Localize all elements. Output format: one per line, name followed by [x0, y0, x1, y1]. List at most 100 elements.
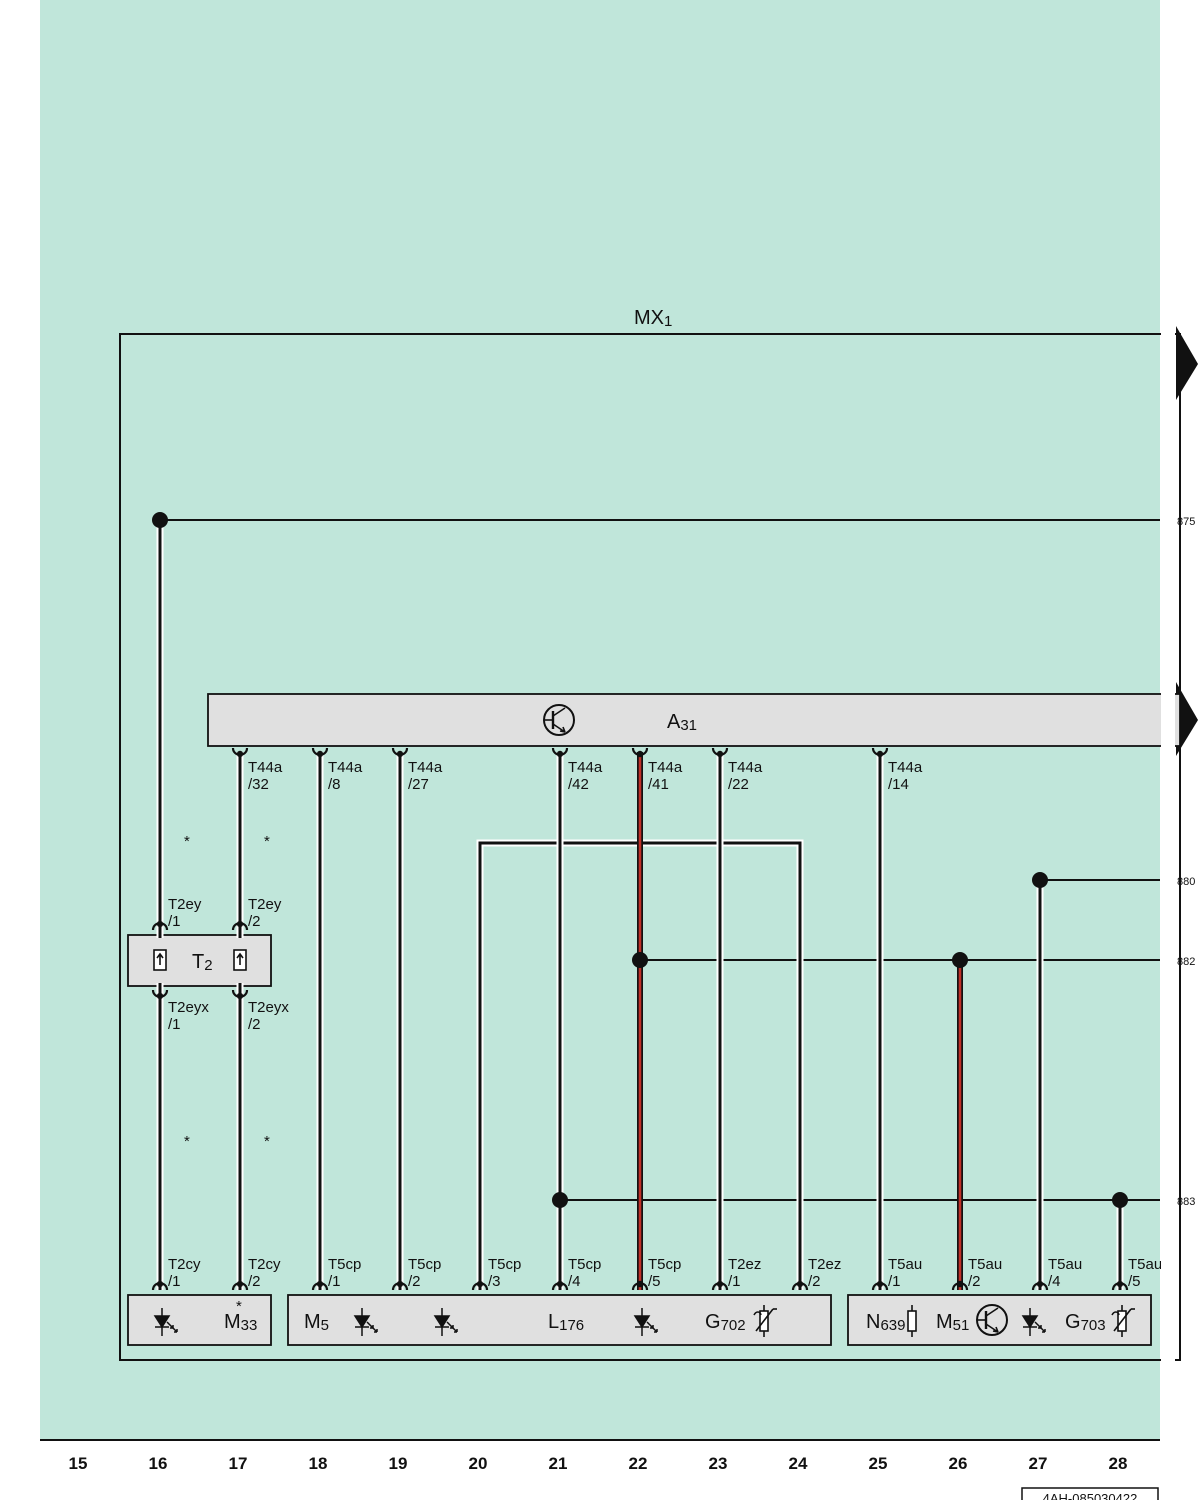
- svg-text:21: 21: [549, 1454, 568, 1473]
- svg-text:T5cp: T5cp: [648, 1256, 681, 1273]
- label-m33: M33: [224, 1311, 257, 1334]
- column-numbers: 15 16 17 18 19 20 21 22 23 24 25 26 27 2…: [69, 1454, 1128, 1473]
- svg-text:/4: /4: [568, 1273, 581, 1290]
- label-g703: G703: [1065, 1311, 1106, 1334]
- connector-labels-bottom: T2cy /1 T2cy /2 T5cp /1 T5cp /2 T5cp /3 …: [168, 1256, 1162, 1290]
- harness-frame: [119, 333, 1181, 1361]
- svg-text:T2eyx: T2eyx: [168, 999, 209, 1016]
- label-m5: M5: [304, 1311, 329, 1334]
- ref-882: 882: [1177, 956, 1195, 968]
- svg-text:T5au: T5au: [968, 1256, 1002, 1273]
- svg-text:T44a: T44a: [888, 759, 923, 776]
- svg-text:/32: /32: [248, 776, 269, 793]
- svg-text:T44a: T44a: [408, 759, 443, 776]
- doc-number: 4AH-085030422: [1043, 1491, 1138, 1500]
- right-margin: [1161, 0, 1175, 1440]
- continuation-arrow-mid-icon: [1176, 682, 1198, 756]
- svg-text:19: 19: [389, 1454, 408, 1473]
- svg-text:/42: /42: [568, 776, 589, 793]
- svg-text:/5: /5: [648, 1273, 661, 1290]
- svg-text:T5au: T5au: [888, 1256, 922, 1273]
- doc-number-box: [1021, 1487, 1159, 1500]
- svg-text:T44a: T44a: [568, 759, 603, 776]
- svg-text:/2: /2: [248, 913, 261, 930]
- svg-text:/2: /2: [248, 1016, 261, 1033]
- component-m33: [127, 1294, 272, 1346]
- svg-text:T2cy: T2cy: [168, 1256, 201, 1273]
- svg-text:22: 22: [629, 1454, 648, 1473]
- svg-text:27: 27: [1029, 1454, 1048, 1473]
- svg-text:/4: /4: [1048, 1273, 1061, 1290]
- svg-text:16: 16: [149, 1454, 168, 1473]
- svg-text:/2: /2: [968, 1273, 981, 1290]
- svg-text:T2ez: T2ez: [808, 1256, 841, 1273]
- svg-text:26: 26: [949, 1454, 968, 1473]
- svg-text:T5cp: T5cp: [568, 1256, 601, 1273]
- component-a31: [207, 693, 1181, 747]
- asterisk-marks: * * * * *: [184, 833, 270, 1315]
- svg-text:/3: /3: [488, 1273, 501, 1290]
- svg-text:/5: /5: [1128, 1273, 1141, 1290]
- continuation-arrow-top-icon: [1176, 326, 1198, 400]
- svg-text:/1: /1: [328, 1273, 341, 1290]
- svg-text:28: 28: [1109, 1454, 1128, 1473]
- svg-text:T2cy: T2cy: [248, 1256, 281, 1273]
- ref-883: 883: [1177, 1196, 1195, 1208]
- svg-text:*: *: [236, 1298, 242, 1315]
- svg-text:T2ez: T2ez: [728, 1256, 761, 1273]
- svg-text:/14: /14: [888, 776, 909, 793]
- right-margin-frame-cover: [1161, 330, 1175, 340]
- svg-text:/1: /1: [168, 1273, 181, 1290]
- svg-text:/2: /2: [408, 1273, 421, 1290]
- component-m5-l176-g702: [287, 1294, 832, 1346]
- svg-text:T2ey: T2ey: [168, 896, 202, 913]
- svg-text:T5cp: T5cp: [408, 1256, 441, 1273]
- frame-title: MX1: [634, 307, 672, 330]
- label-g702: G702: [705, 1311, 746, 1334]
- label-a31: A31: [667, 711, 697, 734]
- t2-pin-icon: [233, 949, 247, 971]
- svg-text:T5cp: T5cp: [328, 1256, 361, 1273]
- svg-text:T5cp: T5cp: [488, 1256, 521, 1273]
- svg-text:/2: /2: [248, 1273, 261, 1290]
- ref-875: 875: [1177, 516, 1195, 528]
- svg-text:T5au: T5au: [1128, 1256, 1162, 1273]
- svg-text:T44a: T44a: [248, 759, 283, 776]
- svg-text:/1: /1: [168, 913, 181, 930]
- svg-text:/1: /1: [168, 1016, 181, 1033]
- svg-text:/41: /41: [648, 776, 669, 793]
- junction-dot: [1112, 1192, 1128, 1208]
- junction-dot: [952, 952, 968, 968]
- connector-labels-t2: T2ey /1 T2ey /2 T2eyx /1 T2eyx /2: [168, 896, 289, 1033]
- svg-text:/22: /22: [728, 776, 749, 793]
- svg-text:*: *: [264, 1133, 270, 1150]
- svg-text:23: 23: [709, 1454, 728, 1473]
- svg-text:20: 20: [469, 1454, 488, 1473]
- svg-text:T2ey: T2ey: [248, 896, 282, 913]
- label-l176: L176: [548, 1311, 584, 1334]
- svg-text:25: 25: [869, 1454, 888, 1473]
- svg-text:/8: /8: [328, 776, 341, 793]
- ref-880: 880: [1177, 876, 1195, 888]
- label-m51: M51: [936, 1311, 969, 1334]
- svg-text:T44a: T44a: [728, 759, 763, 776]
- svg-text:/2: /2: [808, 1273, 821, 1290]
- t2-pin-icon: [153, 949, 167, 971]
- svg-text:T44a: T44a: [328, 759, 363, 776]
- svg-text:18: 18: [309, 1454, 328, 1473]
- svg-text:*: *: [264, 833, 270, 850]
- junction-dot: [1032, 872, 1048, 888]
- component-n639-m51-g703: [847, 1294, 1152, 1346]
- svg-text:17: 17: [229, 1454, 248, 1473]
- svg-text:*: *: [184, 1133, 190, 1150]
- svg-text:T5au: T5au: [1048, 1256, 1082, 1273]
- svg-text:15: 15: [69, 1454, 88, 1473]
- svg-text:24: 24: [789, 1454, 808, 1473]
- junction-dot: [152, 512, 168, 528]
- svg-text:T44a: T44a: [648, 759, 683, 776]
- junction-dot: [632, 952, 648, 968]
- svg-text:/1: /1: [728, 1273, 741, 1290]
- junction-dot: [552, 1192, 568, 1208]
- svg-text:T2eyx: T2eyx: [248, 999, 289, 1016]
